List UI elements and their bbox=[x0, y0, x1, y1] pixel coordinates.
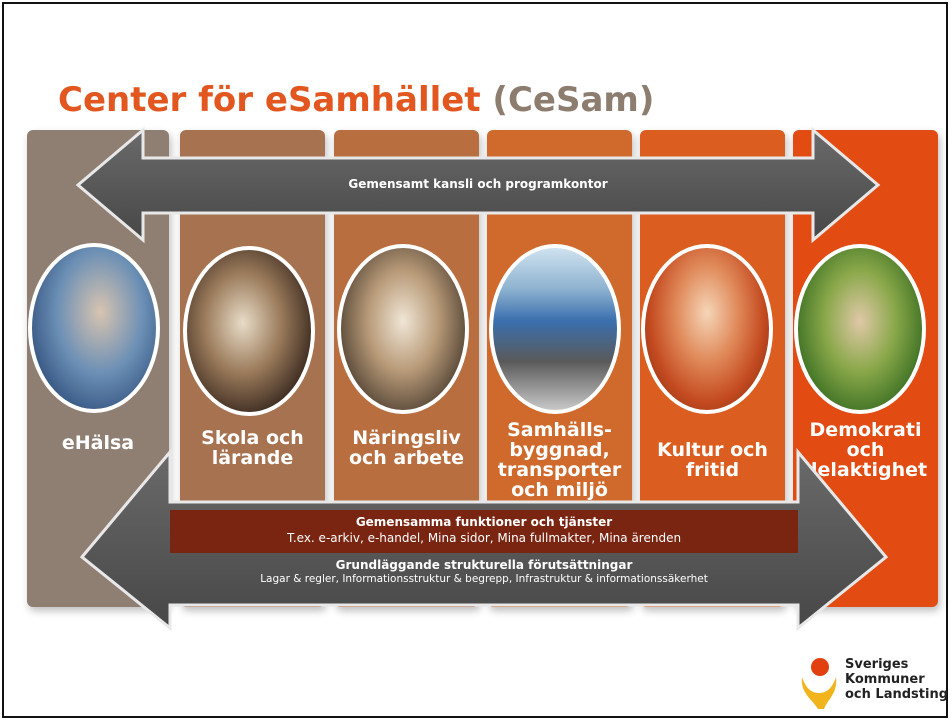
title-sub: (CeSam) bbox=[492, 80, 655, 120]
photo-street-buses bbox=[489, 244, 621, 414]
top-double-arrow bbox=[75, 126, 881, 244]
logo-line2: Kommuner bbox=[845, 672, 925, 687]
column-label: Demokrati och delaktighet bbox=[803, 419, 928, 481]
column-label: Skola och lärande bbox=[201, 427, 304, 469]
top-arrow-label: Gemensamt kansli och programkontor bbox=[348, 177, 608, 191]
column-label: Kultur och fritid bbox=[657, 439, 768, 481]
logo-line1: Sveriges bbox=[845, 657, 909, 672]
band-title: Gemensamma funktioner och tjänster bbox=[355, 515, 613, 529]
photo-office bbox=[337, 244, 469, 414]
photo-handshake bbox=[794, 244, 926, 414]
column-label: Samhälls- byggnad, transporter och miljö bbox=[497, 419, 622, 501]
common-functions-band: Gemensamma funktioner och tjänster T.ex.… bbox=[170, 510, 798, 553]
band-items: T.ex. e-arkiv, e-handel, Mina sidor, Min… bbox=[286, 531, 682, 545]
column-label: Näringsliv och arbete bbox=[348, 427, 465, 469]
lower-arrow-items: Lagar & regler, Informationsstruktur & b… bbox=[260, 573, 708, 585]
photo-healthcare bbox=[28, 243, 160, 413]
photo-children-lifejackets bbox=[641, 244, 773, 414]
lower-arrow-title: Grundläggande strukturella förutsättning… bbox=[335, 558, 633, 572]
logo-line3: och Landsting bbox=[845, 687, 949, 702]
photo-classroom bbox=[183, 246, 315, 416]
skl-logo-text: Sveriges Kommuner och Landsting bbox=[845, 657, 948, 702]
slide-title: Center för eSamhället (CeSam) bbox=[58, 80, 654, 120]
skl-logo-icon bbox=[801, 658, 837, 709]
column-label: eHälsa bbox=[61, 432, 135, 454]
lower-arrow-text: Grundläggande strukturella förutsättning… bbox=[170, 558, 798, 585]
title-main: Center för eSamhället bbox=[58, 80, 481, 120]
